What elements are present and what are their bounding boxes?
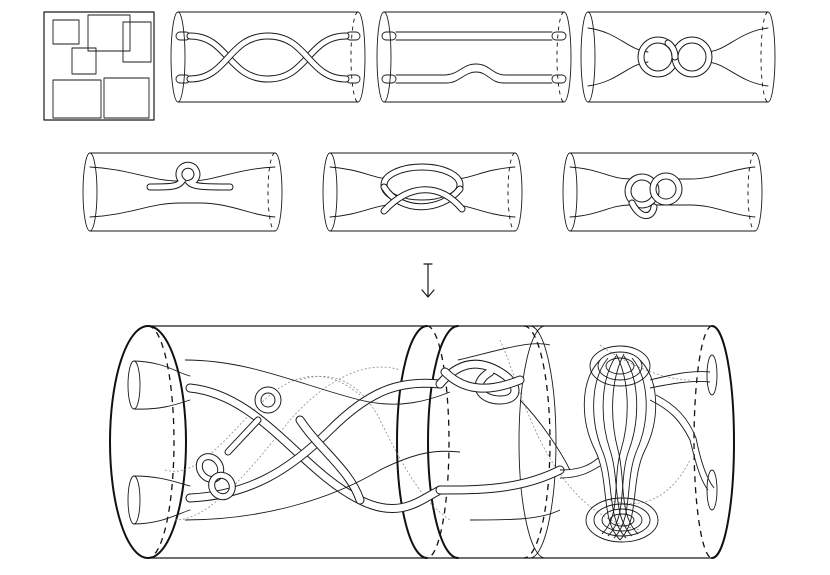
composite-braid-tube <box>109 325 735 559</box>
square-nesting-diagram <box>43 11 155 121</box>
nested-knot-bundle <box>559 345 715 543</box>
braid-tube <box>170 11 366 103</box>
straight-strand-tube <box>376 11 572 103</box>
linked-handcuff-tube <box>580 11 776 103</box>
maps-to-arrow <box>421 263 435 298</box>
single-loop-tube <box>82 152 283 232</box>
clasp-loop-tube <box>562 152 763 232</box>
twisted-loop-tube <box>322 152 523 232</box>
